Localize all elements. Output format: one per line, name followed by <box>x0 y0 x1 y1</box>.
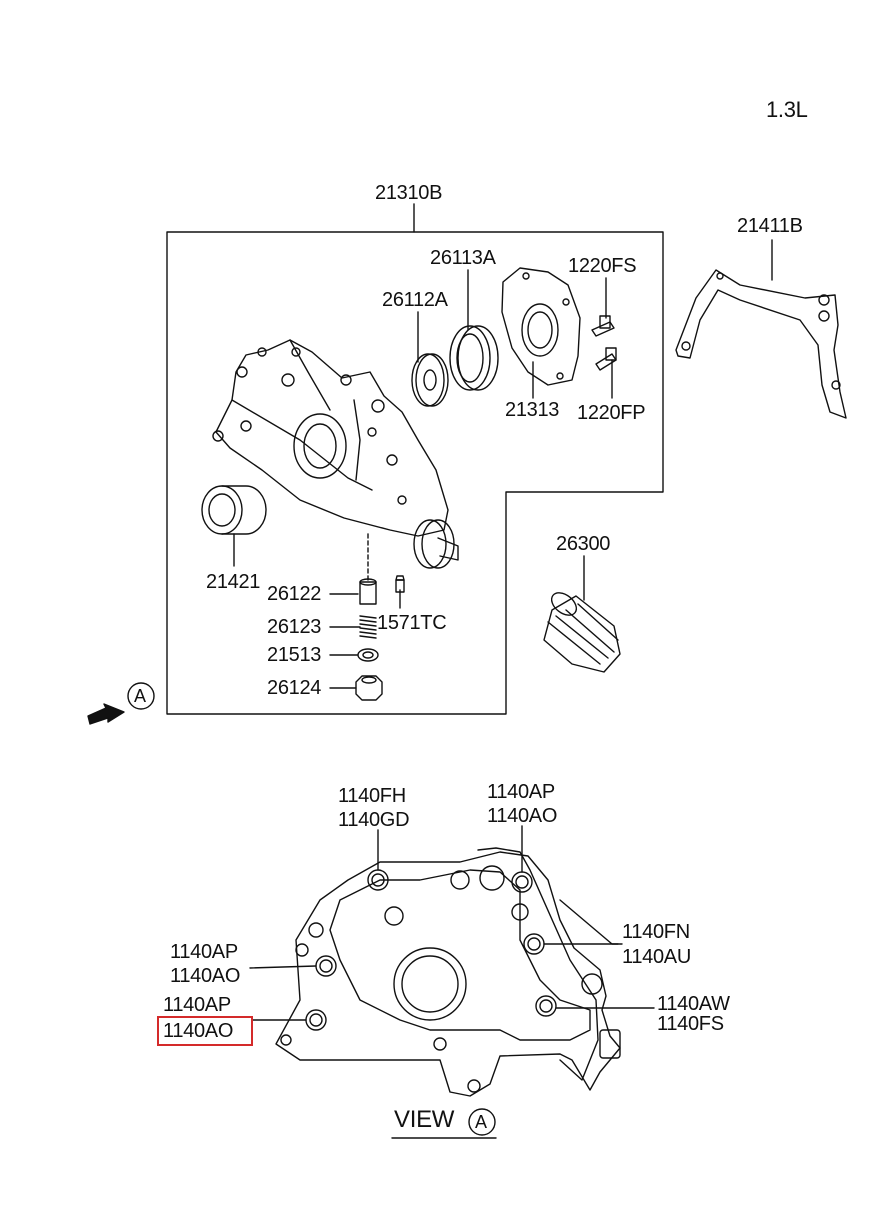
engine-variant-label: 1.3L <box>766 97 808 122</box>
bolt-label-left-lower-1140ao[interactable]: 1140AO <box>163 1020 234 1042</box>
part-label-1571tc[interactable]: 1571TC <box>377 612 447 634</box>
part-label-21421[interactable]: 21421 <box>206 571 261 593</box>
view-marker-circle <box>127 682 155 710</box>
view-label-word: VIEW <box>394 1106 455 1133</box>
bolt-label-1140aw[interactable]: 1140AW <box>657 993 730 1015</box>
screw-1220fp <box>595 347 617 371</box>
part-label-1220fs[interactable]: 1220FS <box>568 255 637 277</box>
oil-filter-26300 <box>543 592 621 673</box>
bolt-label-1140gd[interactable]: 1140GD <box>338 809 410 831</box>
part-label-21310b[interactable]: 21310B <box>375 182 443 204</box>
part-label-26122[interactable]: 26122 <box>267 583 322 605</box>
part-label-21411b[interactable]: 21411B <box>737 215 803 237</box>
relief-spring-26123 <box>359 615 377 639</box>
part-label-26123[interactable]: 26123 <box>267 616 322 638</box>
part-label-26112a[interactable]: 26112A <box>382 289 448 311</box>
screw-1220fs <box>591 315 615 337</box>
bolt-label-1140fs[interactable]: 1140FS <box>657 1013 724 1035</box>
bolt-label-1140au[interactable]: 1140AU <box>622 946 691 968</box>
inner-rotor-26112a <box>411 353 449 407</box>
view-marker-letter: A <box>134 686 146 706</box>
pump-cover-21313 <box>501 267 581 386</box>
bolt-label-top-right-1140ap[interactable]: 1140AP <box>487 781 555 803</box>
pulley-nose <box>413 519 459 569</box>
bolt-label-left-upper-1140ao[interactable]: 1140AO <box>170 965 241 987</box>
part-label-26113a[interactable]: 26113A <box>430 247 496 269</box>
gasket-21513 <box>357 648 379 662</box>
bolt-label-left-lower-1140ap[interactable]: 1140AP <box>163 994 231 1016</box>
part-label-21513[interactable]: 21513 <box>267 644 322 666</box>
front-cover-body <box>212 339 449 537</box>
highlight-box <box>157 1016 253 1046</box>
seal-21421 <box>201 485 267 535</box>
part-label-21313[interactable]: 21313 <box>505 399 560 421</box>
gasket-21411b <box>675 269 847 419</box>
plug-26124 <box>355 675 383 701</box>
outer-rotor-26113a <box>449 325 499 391</box>
view-label-letter: A <box>475 1112 487 1132</box>
pump-body-view-a <box>275 847 623 1097</box>
assembly-outline <box>166 231 664 715</box>
bolt-label-1140fn[interactable]: 1140FN <box>622 921 690 943</box>
part-label-26300[interactable]: 26300 <box>556 533 611 555</box>
bolt-label-top-right-1140ao[interactable]: 1140AO <box>487 805 558 827</box>
bolt-label-left-upper-1140ap[interactable]: 1140AP <box>170 941 238 963</box>
relief-plunger-26122 <box>359 578 377 605</box>
view-label-circle <box>468 1108 496 1136</box>
part-label-1220fp[interactable]: 1220FP <box>577 402 646 424</box>
leader-bolt-left-upper <box>249 965 317 969</box>
plug-1571tc <box>395 575 405 593</box>
bolt-label-1140fh[interactable]: 1140FH <box>338 785 406 807</box>
part-label-26124[interactable]: 26124 <box>267 677 322 699</box>
view-arrow <box>87 703 125 725</box>
